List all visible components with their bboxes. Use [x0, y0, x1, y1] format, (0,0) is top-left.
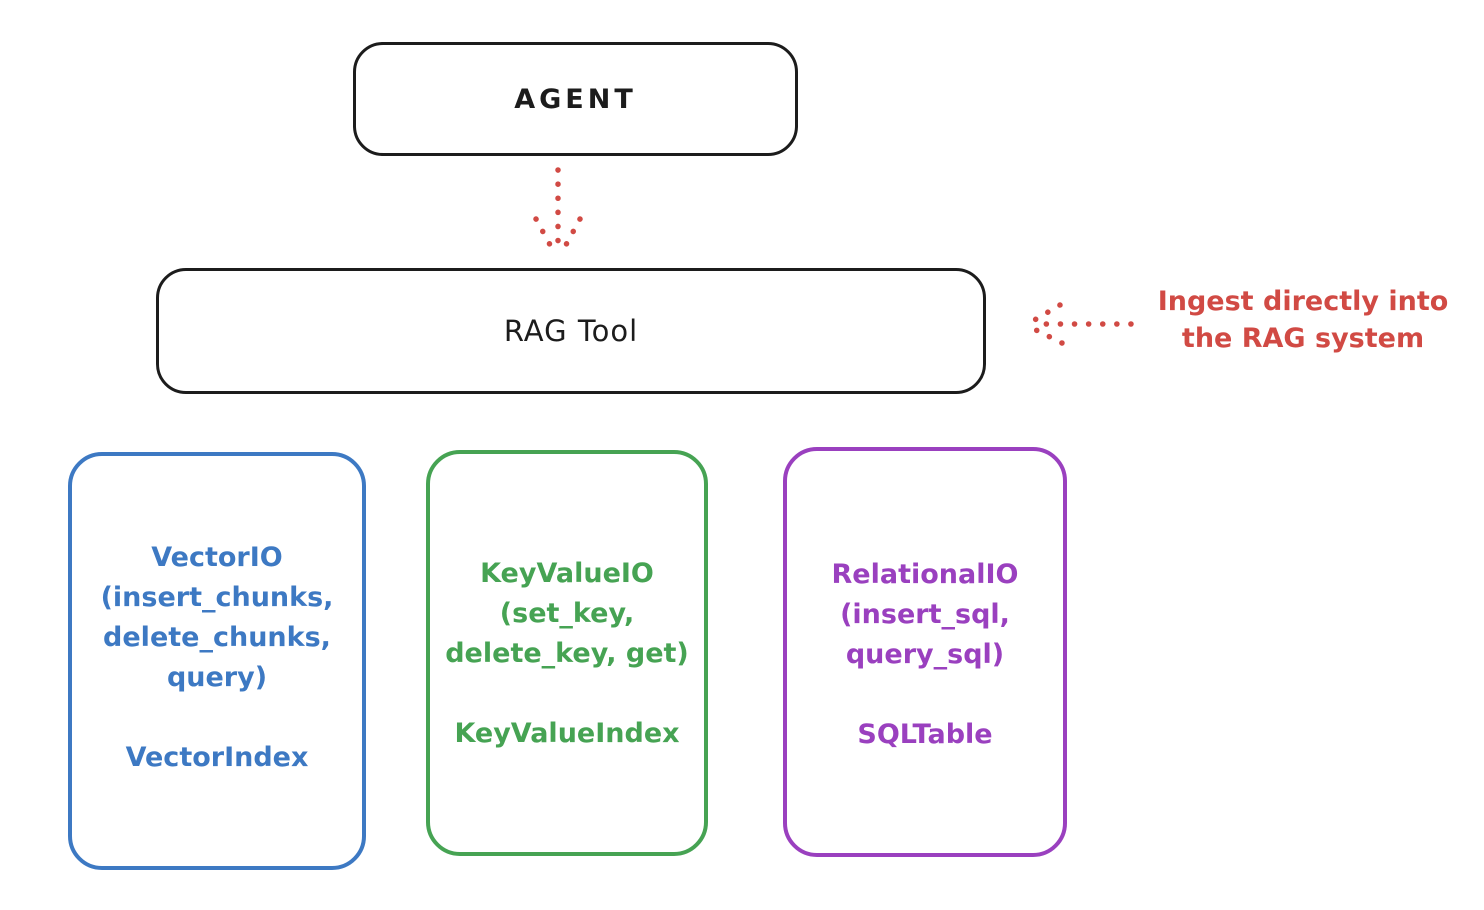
- ingest-annotation: Ingest directly into the RAG system: [1138, 283, 1468, 357]
- sqltable-label: SQLTable: [857, 719, 993, 750]
- io-box-line: RelationalIO: [831, 559, 1019, 590]
- vector-index-label: VectorIndex: [125, 742, 309, 773]
- annotation-to-rag-tool-arrow-icon: [1023, 302, 1134, 346]
- keyvalue-index-label: KeyValueIndex: [454, 718, 680, 749]
- io-box-line: query_sql): [845, 639, 1005, 670]
- ingest-annotation-line: Ingest directly into: [1157, 286, 1449, 317]
- io-box-line: (insert_chunks,: [100, 582, 334, 613]
- io-box-line: delete_chunks,: [103, 622, 331, 653]
- io-box-line: (insert_sql,: [840, 599, 1010, 630]
- agent-box: AGENT: [353, 42, 798, 156]
- relational-io-box: RelationalIO (insert_sql, query_sql) SQL…: [783, 447, 1067, 857]
- io-box-line: query): [166, 662, 268, 693]
- ingest-annotation-line: the RAG system: [1181, 323, 1425, 354]
- io-box-line: KeyValueIO: [480, 558, 654, 589]
- agent-to-rag-tool-arrow-icon: [533, 167, 583, 257]
- vector-io-box: VectorIO (insert_chunks, delete_chunks, …: [68, 452, 366, 870]
- io-box-line: VectorIO: [151, 542, 283, 573]
- rag-tool-label: RAG Tool: [503, 314, 639, 348]
- io-box-line: (set_key,: [499, 598, 635, 629]
- keyvalue-io-box: KeyValueIO (set_key, delete_key, get) Ke…: [426, 450, 708, 856]
- rag-tool-box: RAG Tool: [156, 268, 986, 394]
- io-box-line: delete_key, get): [445, 638, 689, 669]
- agent-label: AGENT: [514, 83, 637, 115]
